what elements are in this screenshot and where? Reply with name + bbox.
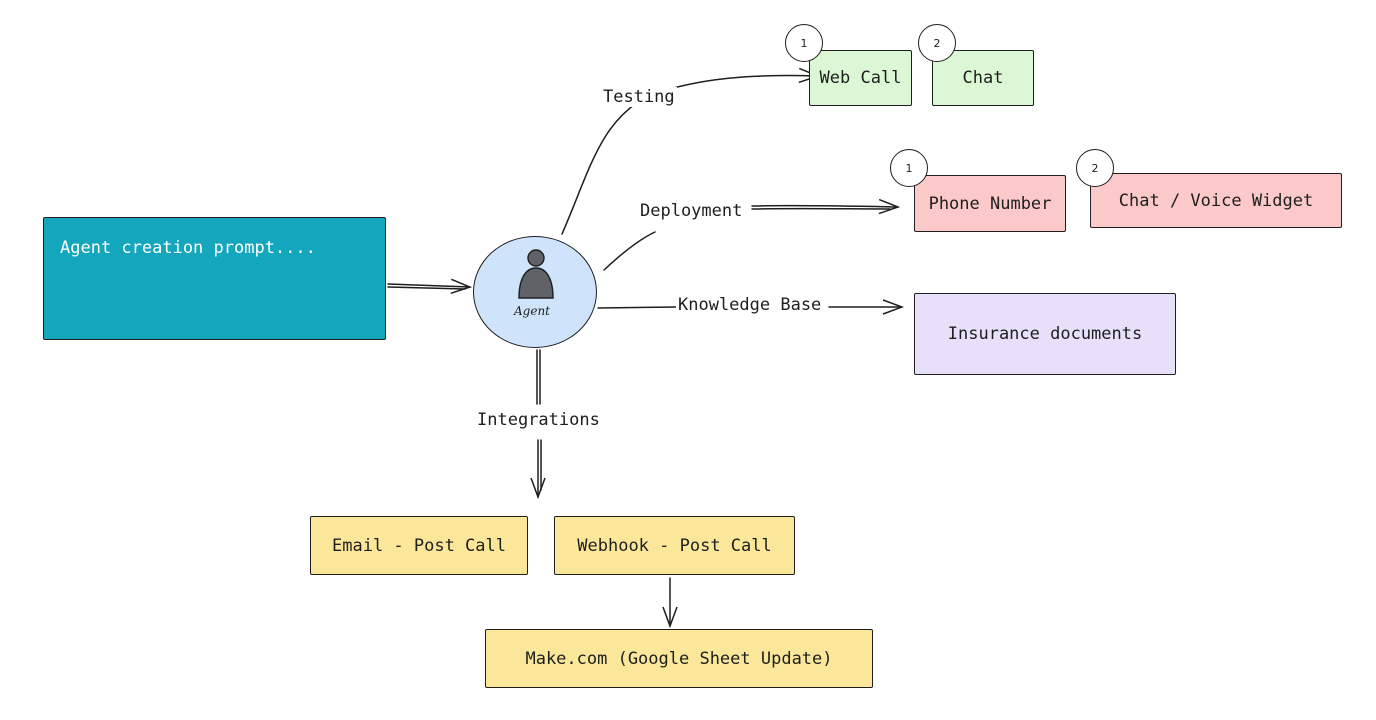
deployment-arrow-left bbox=[603, 231, 656, 271]
knowledge-arrow-left bbox=[597, 306, 677, 309]
prompt-to-agent-arrow-stroke2 bbox=[387, 286, 466, 290]
insurance-documents-label: Insurance documents bbox=[947, 324, 1143, 344]
email-post-call-label: Email - Post Call bbox=[332, 535, 506, 556]
deployment-arrow-right bbox=[751, 206, 898, 207]
chat-voice-widget-label: Chat / Voice Widget bbox=[1118, 190, 1314, 211]
edge-label-deployment: Deployment bbox=[638, 201, 745, 221]
phone-number-badge: 1 bbox=[890, 149, 928, 187]
edge-label-testing: Testing bbox=[601, 87, 677, 107]
chat-voice-widget-node: Chat / Voice Widget bbox=[1090, 173, 1342, 228]
email-post-call-node: Email - Post Call bbox=[310, 516, 528, 575]
phone-number-label: Phone Number bbox=[928, 193, 1052, 214]
phone-number-node: Phone Number bbox=[914, 175, 1066, 232]
prompt-box-text: Agent creation prompt.... bbox=[60, 238, 316, 258]
prompt-box: Agent creation prompt.... bbox=[43, 217, 386, 340]
webhook-post-call-label: Webhook - Post Call bbox=[577, 535, 772, 556]
web-call-badge: 1 bbox=[785, 24, 823, 62]
insurance-documents-node: Insurance documents bbox=[914, 293, 1176, 375]
web-call-node: Web Call bbox=[809, 50, 912, 106]
agent-label: Agent bbox=[514, 304, 550, 318]
chat-badge: 2 bbox=[918, 24, 956, 62]
make-com-node: Make.com (Google Sheet Update) bbox=[485, 629, 873, 688]
prompt-to-agent-arrow bbox=[387, 284, 470, 287]
chat-node: Chat bbox=[932, 50, 1034, 106]
web-call-label: Web Call bbox=[819, 68, 902, 88]
chat-label: Chat bbox=[962, 68, 1004, 88]
chat-voice-widget-badge: 2 bbox=[1076, 149, 1114, 187]
make-com-label: Make.com (Google Sheet Update) bbox=[525, 648, 833, 669]
edge-label-knowledge-base: Knowledge Base bbox=[676, 295, 824, 315]
webhook-post-call-node: Webhook - Post Call bbox=[554, 516, 795, 575]
edge-label-integrations: Integrations bbox=[475, 410, 602, 430]
person-icon bbox=[518, 249, 554, 299]
